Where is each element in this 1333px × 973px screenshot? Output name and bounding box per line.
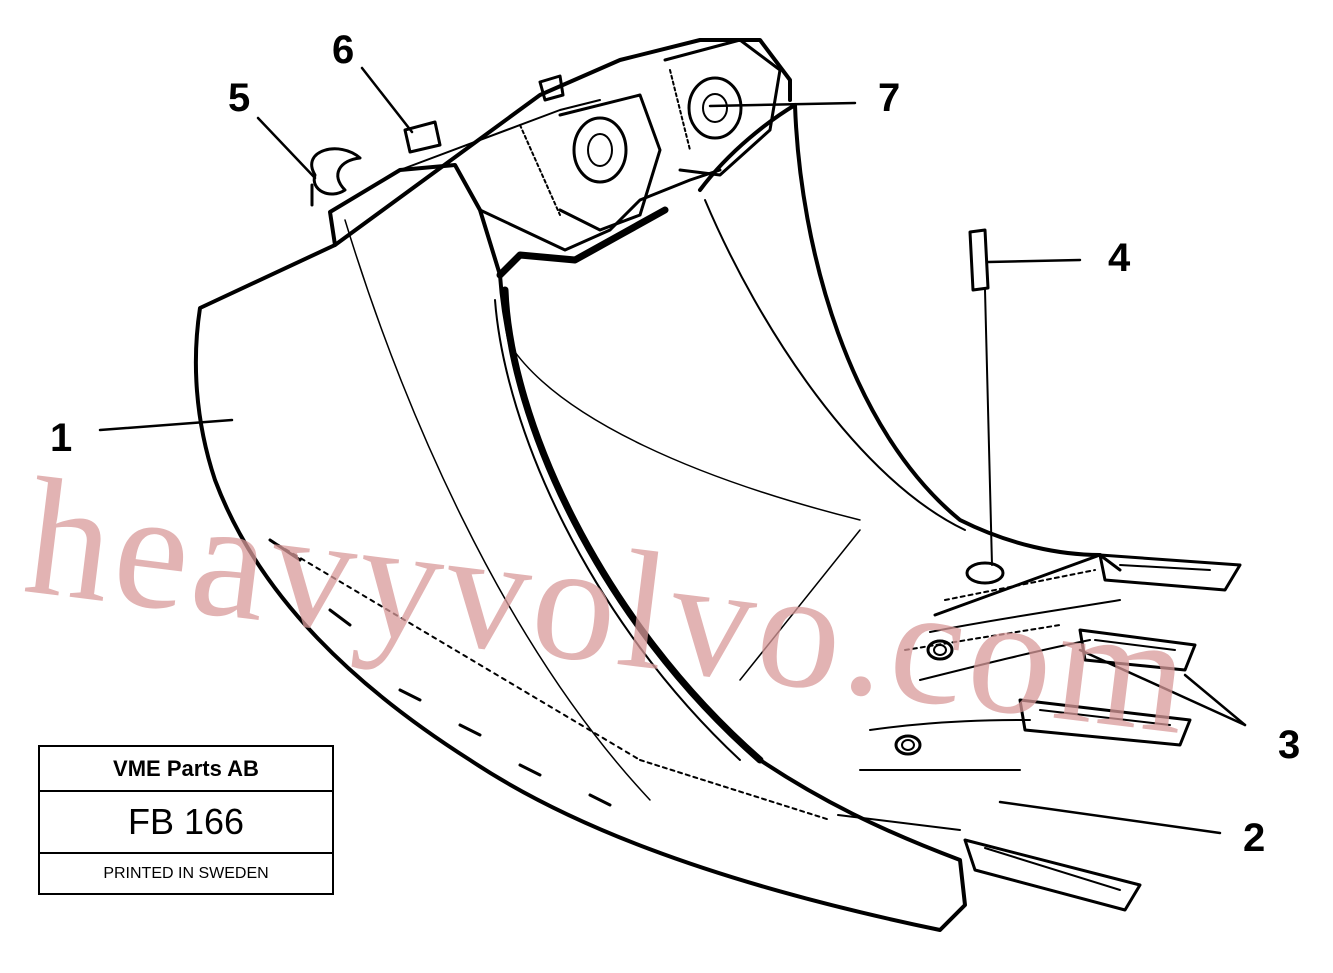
callout-5: 5 [228, 76, 251, 120]
callout-3: 3 [1278, 723, 1301, 767]
figure-number: FB 166 [40, 792, 332, 854]
callout-1: 1 [50, 416, 73, 460]
callout-7: 7 [878, 76, 901, 120]
leader-4-down [984, 289, 993, 566]
leader-6 [360, 66, 414, 134]
tooth-4 [963, 838, 1142, 912]
lug-small [538, 74, 565, 102]
company-name: VME Parts AB [40, 747, 332, 792]
leader-4 [986, 258, 1082, 264]
leader-3b [1183, 673, 1247, 727]
leader-7 [708, 101, 857, 108]
adapter-pin-lower [894, 734, 922, 756]
callout-4: 4 [1108, 236, 1131, 280]
leader-5 [256, 116, 317, 180]
tooth-1 [1098, 553, 1242, 592]
hinge-bracket [333, 38, 792, 247]
pin-4 [968, 228, 990, 292]
bucket-back-plate [698, 103, 1102, 557]
tooth-2 [1078, 628, 1197, 672]
leader-2 [998, 800, 1222, 835]
callout-6: 6 [332, 28, 355, 72]
title-block: VME Parts AB FB 166 PRINTED IN SWEDEN [38, 745, 334, 895]
pin-4-hole [965, 561, 1005, 585]
bucket-bottom [933, 553, 1122, 617]
tooth-3 [1018, 698, 1192, 747]
leader-1 [98, 418, 234, 432]
hinge-eye-right [687, 76, 743, 140]
side-plate-inner-edge [501, 286, 764, 764]
adapter-pin-upper [926, 639, 954, 661]
lifting-eye-5 [310, 147, 362, 196]
callout-2: 2 [1243, 816, 1266, 860]
printed-note: PRINTED IN SWEDEN [103, 864, 269, 882]
hinge-eye-left [572, 116, 628, 184]
leader-3a [1078, 648, 1247, 727]
lug-6 [403, 120, 442, 154]
